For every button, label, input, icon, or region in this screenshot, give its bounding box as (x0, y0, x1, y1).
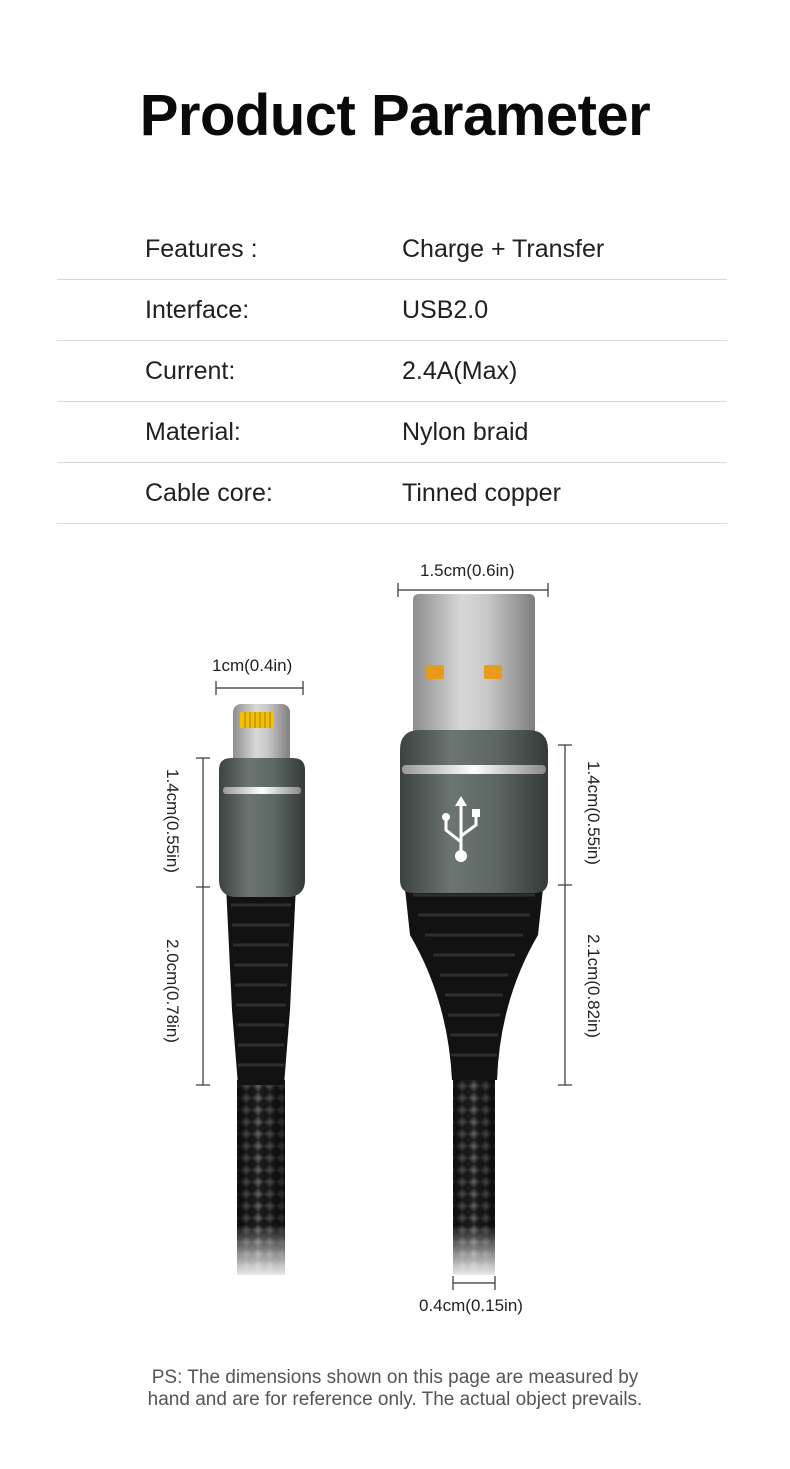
dim-lightning-head: 1.4cm(0.55in) (163, 769, 182, 873)
usb-pin-left (426, 665, 444, 679)
dim-usb-sleeve: 2.1cm(0.82in) (584, 934, 603, 1038)
dimension-lines (196, 583, 572, 1290)
usb-icon (442, 796, 480, 862)
param-row-current: Current: 2.4A(Max) (57, 341, 727, 402)
param-row-interface: Interface: USB2.0 (57, 280, 727, 341)
param-value: Tinned copper (402, 479, 561, 507)
param-row-material: Material: Nylon braid (57, 402, 727, 463)
param-value: USB2.0 (402, 296, 489, 324)
param-row-features: Features : Charge + Transfer (57, 219, 727, 280)
lightning-ring (223, 787, 301, 794)
param-row-cable-core: Cable core: Tinned copper (57, 463, 727, 524)
param-value: Charge + Transfer (402, 235, 605, 263)
usb-ring (402, 765, 546, 774)
dim-lightning-sleeve: 2.0cm(0.78in) (163, 939, 182, 1043)
usb-plug-shell (413, 594, 535, 735)
lightning-housing (219, 758, 305, 897)
param-label: Interface: (145, 296, 250, 324)
param-label: Material: (145, 418, 241, 446)
note-line-2: hand and are for reference only. The act… (147, 1389, 643, 1410)
page-title: Product Parameter (139, 83, 651, 148)
dim-lightning-width: 1cm(0.4in) (212, 656, 293, 675)
param-label: Features : (145, 235, 258, 263)
param-value: Nylon braid (402, 418, 529, 446)
param-label: Cable core: (145, 479, 273, 507)
param-label: Current: (145, 357, 236, 385)
note-line-1: PS: The dimensions shown on this page ar… (151, 1367, 639, 1388)
dim-usb-head: 1.4cm(0.55in) (584, 761, 603, 865)
lightning-connector (219, 704, 305, 1280)
param-value: 2.4A(Max) (402, 357, 518, 385)
disclaimer-note: PS: The dimensions shown on this page ar… (0, 1367, 790, 1411)
usb-pin-right (484, 665, 502, 679)
usb-connector (400, 594, 548, 1280)
dim-usb-width: 1.5cm(0.6in) (420, 561, 515, 580)
dim-cable-diameter: 0.4cm(0.15in) (419, 1296, 523, 1315)
parameter-table: Features : Charge + Transfer Interface: … (57, 219, 727, 524)
